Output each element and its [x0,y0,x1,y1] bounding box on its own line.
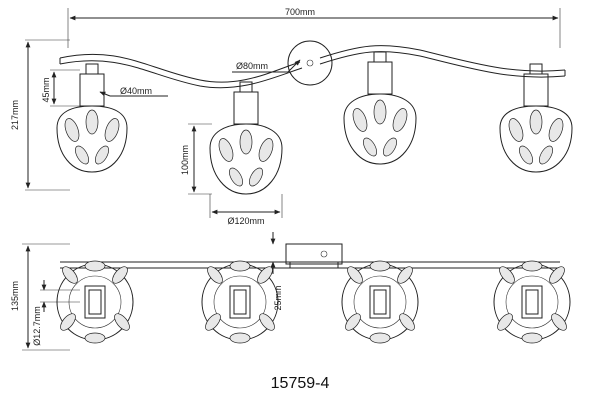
ceiling-bar-front [59,40,566,89]
height-dimension: 217mm [10,39,70,191]
width-dimension-label: 700mm [285,7,315,17]
lamp-top-1 [56,260,134,344]
ceiling-bar-top [60,243,560,269]
canopy-diameter-dimension: Ø80mm [232,59,301,73]
depth-label: 135mm [10,281,20,311]
shade-height-dimension: 100mm [180,123,212,195]
socket-diameter-label: Ø40mm [120,86,152,96]
front-view: 700mm 217mm 45mm [10,7,573,226]
socket-height-label: 45mm [41,77,51,102]
tube-diameter-label: Ø12.7mm [32,306,42,346]
canopy-diameter-label: Ø80mm [236,61,268,71]
top-view: 135mm Ø12.7mm 25mm [10,232,571,351]
lamp-top-2 [201,260,279,344]
tube-diameter-dimension: Ø12.7mm [32,280,80,346]
shade-height-label: 100mm [180,145,190,175]
lamp-front-3 [343,51,417,165]
lamp-front-2 [209,81,283,195]
shade-diameter-dimension: Ø120mm [209,194,283,226]
socket-diameter-dimension: Ø40mm [99,86,168,97]
lamp-front-4 [499,63,573,173]
product-code: 15759-4 [271,375,330,392]
shade-diameter-label: Ø120mm [227,216,264,226]
socket-height-dimension: 45mm [41,69,80,107]
height-dimension-label: 217mm [10,100,20,130]
depth-dimension: 135mm [10,243,70,351]
width-dimension: 700mm [67,7,561,48]
lamp-front-1 [56,63,128,173]
lamp-top-3 [341,260,419,344]
lamp-top-4 [493,260,571,344]
